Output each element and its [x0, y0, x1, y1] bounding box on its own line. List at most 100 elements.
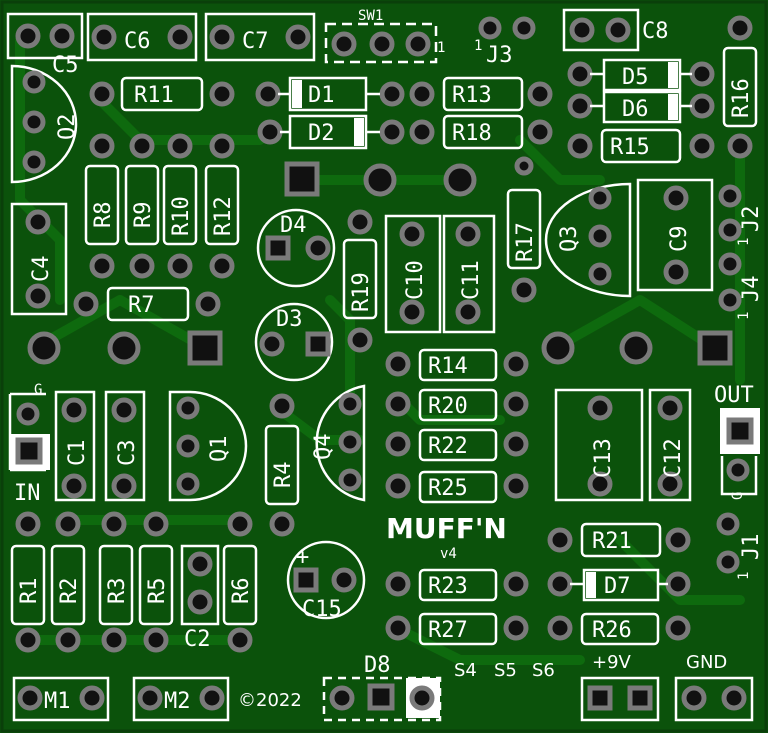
label-r3: R3: [105, 578, 130, 605]
pad: [727, 15, 753, 41]
pad: [567, 93, 593, 119]
label-one: 1: [736, 572, 752, 580]
label-sw1: SW1: [358, 8, 383, 24]
pad: [727, 133, 753, 159]
pad: [176, 472, 200, 496]
label-r5: R5: [145, 578, 170, 605]
pad: [285, 24, 311, 50]
pad: [25, 283, 51, 309]
pad: [55, 511, 81, 537]
pad: [409, 119, 435, 145]
label-s5: S5: [494, 660, 517, 681]
pad: [137, 685, 163, 711]
pad: [657, 395, 683, 421]
pad: [257, 119, 283, 145]
pad: [49, 23, 75, 49]
label-r18: R18: [452, 121, 492, 146]
pad: [255, 81, 281, 107]
label-r13: R13: [452, 83, 492, 108]
pad: [73, 291, 99, 317]
pad: [111, 473, 137, 499]
label-r19: R19: [349, 272, 374, 312]
label-d6: D6: [622, 97, 649, 122]
label-r16: R16: [729, 78, 754, 118]
pad: [15, 437, 43, 465]
pad: [627, 685, 653, 711]
label-g: G: [34, 382, 42, 398]
label-c15: C15: [302, 597, 342, 622]
pad: [409, 81, 435, 107]
label-in: IN: [14, 481, 41, 506]
label-d8: D8: [364, 653, 391, 678]
pad: [718, 252, 742, 276]
label-c1: C1: [65, 440, 90, 467]
pad: [176, 396, 200, 420]
pad: [347, 209, 373, 235]
label-r7: R7: [128, 293, 155, 318]
label-9v: +9V: [592, 652, 632, 673]
pad: [587, 471, 613, 497]
label-r27: R27: [428, 618, 468, 643]
pad: [15, 23, 41, 49]
pad: [209, 253, 235, 279]
pad: [527, 119, 553, 145]
pad: [209, 133, 235, 159]
label-c8: C8: [642, 19, 669, 44]
label-r21: R21: [592, 529, 632, 554]
label-j2: J2: [739, 206, 764, 233]
pad: [443, 163, 477, 197]
pad: [689, 93, 715, 119]
pad: [478, 16, 502, 40]
label-c7: C7: [242, 29, 269, 54]
pad: [167, 133, 193, 159]
label-d3: D3: [276, 307, 303, 332]
pad: [338, 430, 362, 454]
pad: [541, 331, 575, 365]
pad: [331, 31, 357, 57]
pad: [22, 150, 46, 174]
pad: [329, 685, 355, 711]
pad: [129, 253, 155, 279]
pad: [567, 61, 593, 87]
pad: [619, 331, 653, 365]
pad: [284, 161, 320, 197]
pad: [455, 299, 481, 325]
pad: [716, 550, 740, 574]
pad: [89, 133, 115, 159]
pad: [455, 221, 481, 247]
label-r8: R8: [91, 202, 116, 229]
pad: [665, 571, 691, 597]
pad: [399, 221, 425, 247]
label-c2: C2: [184, 627, 211, 652]
label-r17: R17: [513, 222, 538, 262]
label-q3: Q3: [557, 226, 582, 253]
pad: [129, 133, 155, 159]
pad: [547, 527, 573, 553]
pad: [209, 24, 235, 50]
label-c4: C4: [29, 256, 54, 283]
pad: [176, 434, 200, 458]
pad: [338, 468, 362, 492]
copyright: ©2022: [238, 690, 302, 711]
pad: [587, 685, 613, 711]
pad: [689, 133, 715, 159]
pad: [399, 299, 425, 325]
pad: [587, 395, 613, 421]
pad: [89, 81, 115, 107]
pad: [405, 31, 431, 57]
pad: [305, 235, 331, 261]
pad: [265, 235, 291, 261]
pad: [167, 24, 193, 50]
pad: [22, 110, 46, 134]
label-d4: D4: [280, 213, 307, 238]
pad: [511, 277, 537, 303]
pad: [199, 685, 225, 711]
pad: [305, 331, 331, 357]
label-r23: R23: [428, 574, 468, 599]
pad: [547, 615, 573, 641]
pad: [167, 253, 193, 279]
label-c10: C10: [403, 260, 428, 300]
pad: [527, 81, 553, 107]
